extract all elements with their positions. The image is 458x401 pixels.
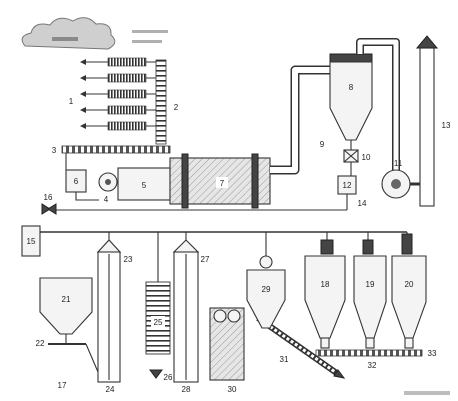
bucket-elevator-2-head	[174, 240, 198, 252]
feeder-row	[80, 58, 156, 66]
label-29: 29	[262, 285, 271, 294]
label-7: 7	[220, 179, 225, 188]
feeder-bins	[80, 58, 156, 130]
drum-ring-right	[252, 154, 258, 208]
label-20: 20	[405, 280, 414, 289]
label-3: 3	[52, 146, 57, 155]
vertical-collector-ladder	[156, 60, 166, 144]
label-24: 24	[106, 385, 115, 394]
raw-material-hopper	[40, 278, 92, 334]
label-10: 10	[362, 153, 371, 162]
mill-roller-left	[214, 310, 226, 322]
feeder-row	[80, 106, 156, 114]
feed-line	[76, 192, 99, 200]
label-23: 23	[124, 255, 133, 264]
cyclone-top-band	[330, 54, 372, 62]
feeder-row	[80, 74, 156, 82]
label-26: 26	[164, 373, 173, 382]
note-text-blur-2	[132, 40, 162, 43]
drum-ring-left	[182, 154, 188, 208]
left-valve-b	[48, 204, 56, 214]
label-17: 17	[58, 381, 67, 390]
burner-fan-hub	[105, 179, 111, 185]
label-22: 22	[36, 339, 45, 348]
label-4: 4	[104, 195, 109, 204]
label-13: 13	[442, 121, 451, 130]
exhaust-duct-inner	[270, 70, 330, 170]
label-14: 14	[358, 199, 367, 208]
watermark-text-blur	[404, 391, 450, 395]
hopper-top-fan	[260, 256, 272, 268]
label-2: 2	[174, 103, 179, 112]
screen-discharge-arrow	[150, 370, 162, 378]
belt-conveyor	[62, 146, 170, 153]
mill-roller-right	[228, 310, 240, 322]
label-16: 16	[44, 193, 53, 202]
exhaust-duct-outer	[270, 70, 330, 170]
label-27: 27	[201, 255, 210, 264]
cyclone-separator	[330, 62, 372, 140]
label-19: 19	[366, 280, 375, 289]
chimney	[420, 48, 434, 206]
cloud-inner-text-blur	[52, 37, 78, 41]
fan-hub	[391, 179, 401, 189]
label-11: 11	[394, 159, 403, 168]
label-5: 5	[142, 181, 147, 190]
label-31: 31	[280, 355, 289, 364]
label-30: 30	[228, 385, 237, 394]
label-15: 15	[27, 237, 36, 246]
silo-3	[392, 232, 426, 348]
label-9: 9	[320, 140, 325, 149]
label-33: 33	[428, 349, 437, 358]
label-21: 21	[62, 295, 71, 304]
note-text-blur-1	[132, 30, 168, 33]
bucket-elevator-1-head	[98, 240, 120, 252]
label-1: 1	[69, 97, 74, 106]
silo-1	[305, 232, 345, 348]
label-8: 8	[349, 83, 354, 92]
silo-bottom-conveyor	[316, 350, 422, 356]
feeder-to-elevator	[86, 344, 98, 372]
chimney-cap	[417, 36, 437, 48]
label-6: 6	[74, 177, 79, 186]
intermediate-hopper	[247, 270, 285, 328]
label-28: 28	[182, 385, 191, 394]
label-18: 18	[321, 280, 330, 289]
label-25: 25	[154, 318, 163, 327]
raw-material-cloud	[22, 18, 115, 49]
feeder-row	[80, 122, 156, 130]
label-12: 12	[343, 181, 352, 190]
label-32: 32	[368, 361, 377, 370]
feeder-row	[80, 90, 156, 98]
silo-2	[354, 232, 386, 348]
